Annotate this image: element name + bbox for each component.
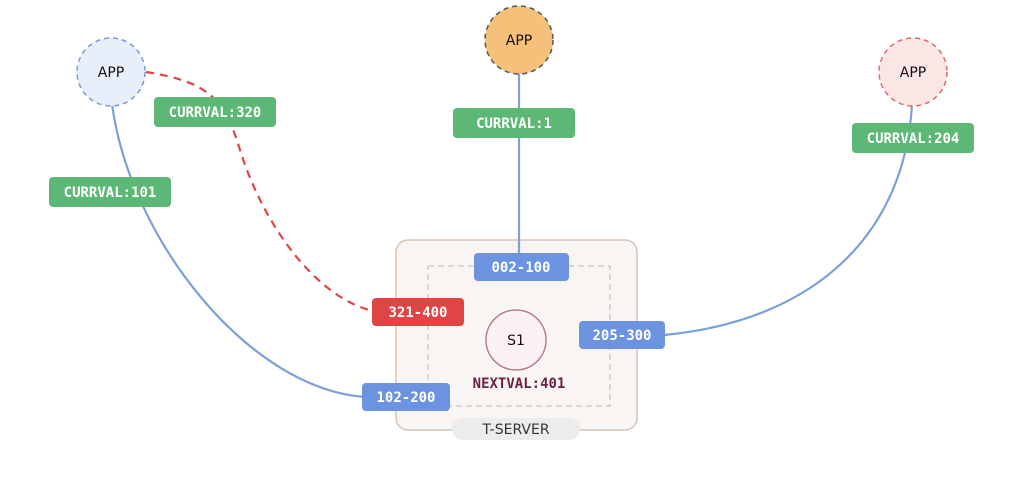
- sequence-node-s1-label: S1: [507, 333, 525, 349]
- svg-text:CURRVAL:1: CURRVAL:1: [476, 116, 552, 132]
- app-node-right[interactable]: APP: [878, 37, 948, 107]
- range-badge-002-100: 002-100: [474, 253, 569, 281]
- svg-text:205-300: 205-300: [592, 328, 651, 344]
- app-node-left[interactable]: APP: [76, 37, 146, 107]
- app-node-right-label: APP: [900, 65, 926, 81]
- svg-text:002-100: 002-100: [491, 260, 550, 276]
- t-server-label-bg: [452, 418, 580, 440]
- range-badge-321-400: 321-400: [372, 298, 464, 326]
- currval-label-204: CURRVAL:204: [852, 123, 974, 153]
- app-node-top[interactable]: APP: [484, 5, 554, 75]
- nextval-label: NEXTVAL:401: [473, 376, 566, 392]
- app-node-top-label: APP: [506, 33, 532, 49]
- sequence-node-s1[interactable]: S1: [485, 309, 547, 371]
- svg-text:321-400: 321-400: [388, 305, 447, 321]
- svg-text:CURRVAL:101: CURRVAL:101: [64, 185, 157, 201]
- svg-text:CURRVAL:204: CURRVAL:204: [867, 131, 960, 147]
- app-node-left-label: APP: [98, 65, 124, 81]
- t-server-label: T-SERVER: [481, 422, 549, 438]
- range-badge-102-200: 102-200: [362, 383, 450, 411]
- svg-text:102-200: 102-200: [376, 390, 435, 406]
- currval-label-320: CURRVAL:320: [154, 97, 276, 127]
- currval-label-101: CURRVAL:101: [49, 177, 171, 207]
- connector-left-app-102-200: [110, 103, 367, 399]
- currval-label-1: CURRVAL:1: [453, 108, 575, 138]
- range-badge-205-300: 205-300: [579, 321, 665, 349]
- connector-left-app-321-400: [145, 70, 375, 313]
- svg-text:CURRVAL:320: CURRVAL:320: [169, 105, 262, 121]
